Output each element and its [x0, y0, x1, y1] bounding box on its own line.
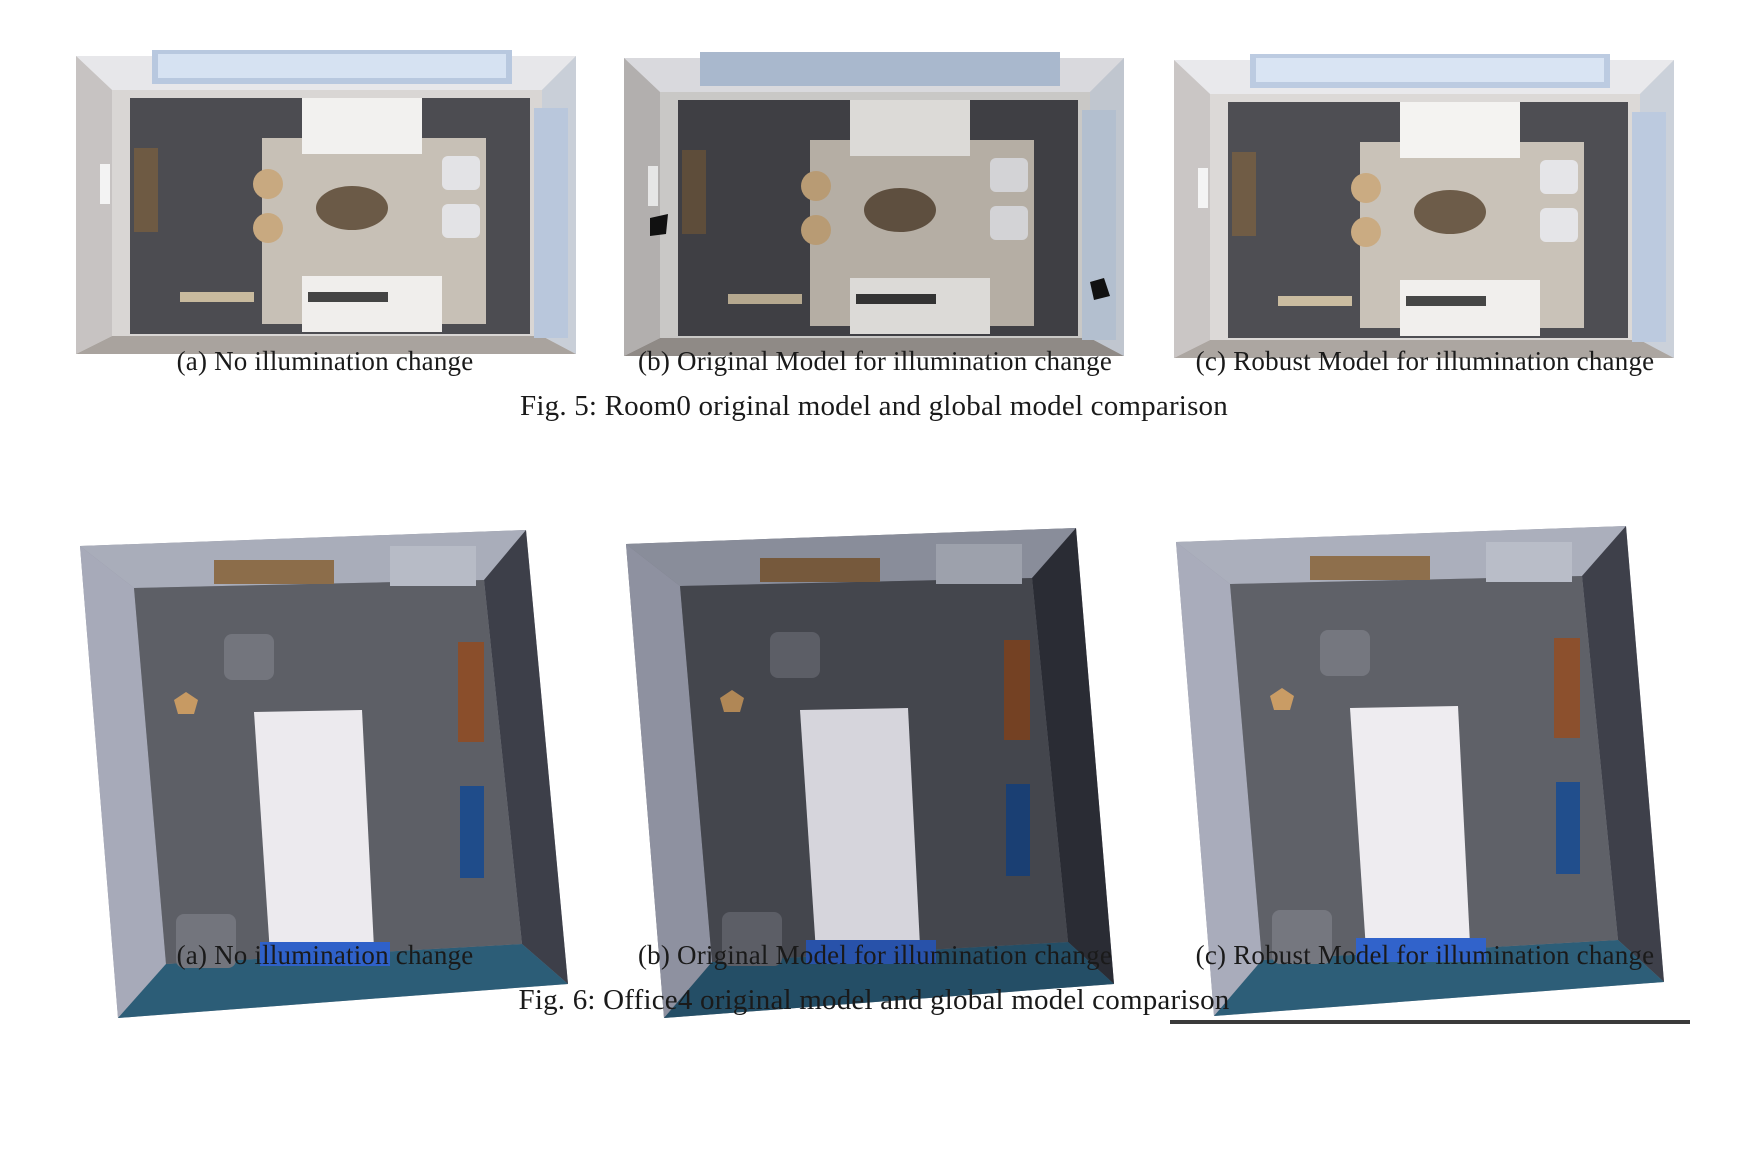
fig5-caption-c: (c) Robust Model for illumination change [1195, 346, 1655, 376]
fig5-caption-b: (b) Original Model for illumination chan… [637, 346, 1113, 376]
office4-render-c [1170, 526, 1690, 1024]
room0-render-b [624, 52, 1124, 356]
office4-render-no-illumination-change [74, 524, 574, 1026]
office4-render-robust-model [1170, 520, 1690, 1026]
office4-render-original-model [620, 522, 1120, 1026]
room0-render-a [76, 50, 576, 354]
fig6-caption-a: (a) No illumination change [176, 940, 474, 970]
fig6-caption-c: (c) Robust Model for illumination change [1195, 940, 1655, 970]
office4-render-b [626, 528, 1114, 1018]
room0-render-c [1174, 54, 1674, 358]
fig6-caption-b: (b) Original Model for illumination chan… [637, 940, 1113, 970]
room0-render-robust-model [1170, 50, 1680, 366]
fig6-caption: Fig. 6: Office4 original model and globa… [518, 984, 1230, 1016]
fig5-caption-a: (a) No illumination change [176, 346, 474, 376]
office4-render-a [80, 530, 568, 1018]
room0-render-no-illumination-change [72, 46, 582, 362]
room0-render-original-model [620, 48, 1130, 364]
fig5-caption: Fig. 5: Room0 original model and global … [520, 390, 1228, 422]
